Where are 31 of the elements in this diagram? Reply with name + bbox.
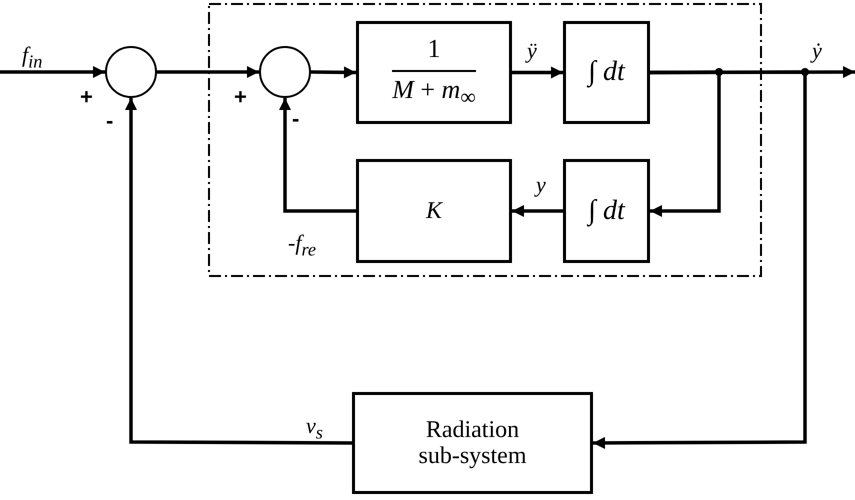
sign-label: - [106, 110, 114, 132]
signal-label: f$_{in}$ [22, 44, 42, 71]
arrow [125, 98, 352, 445]
signal-label: v$_{s}$ [306, 415, 323, 442]
integral-expression: ∫ dt [588, 57, 625, 88]
arrow [279, 98, 356, 213]
transfer-function-block [356, 21, 512, 124]
arrow [0, 66, 105, 78]
gain-block [356, 159, 512, 263]
summing-junction [259, 46, 311, 98]
integrator-block [563, 21, 650, 124]
integral-expression: ∫ dt [588, 196, 625, 226]
fraction-denominator: M + m$_{∞}$ [392, 76, 476, 110]
arrow [512, 66, 563, 78]
signal-label: y [536, 174, 546, 196]
arrow [512, 205, 563, 217]
fraction-numerator: 1 [428, 35, 440, 64]
gain-symbol: K [426, 198, 442, 224]
signal-label: ẏ [812, 40, 822, 62]
signal-label: ÿ [527, 40, 537, 62]
block-text: Radiation sub-system [418, 416, 528, 470]
sign-label: - [292, 108, 300, 130]
arrow [157, 66, 259, 78]
arrow [593, 70, 807, 449]
arrow [310, 66, 356, 78]
summing-junction [105, 46, 157, 98]
sign-label: + [234, 86, 247, 108]
signal-label: -f$_{re}$ [288, 232, 316, 259]
integrator-block [563, 159, 650, 263]
sign-label: + [80, 86, 93, 108]
subsystem-block [352, 392, 593, 494]
